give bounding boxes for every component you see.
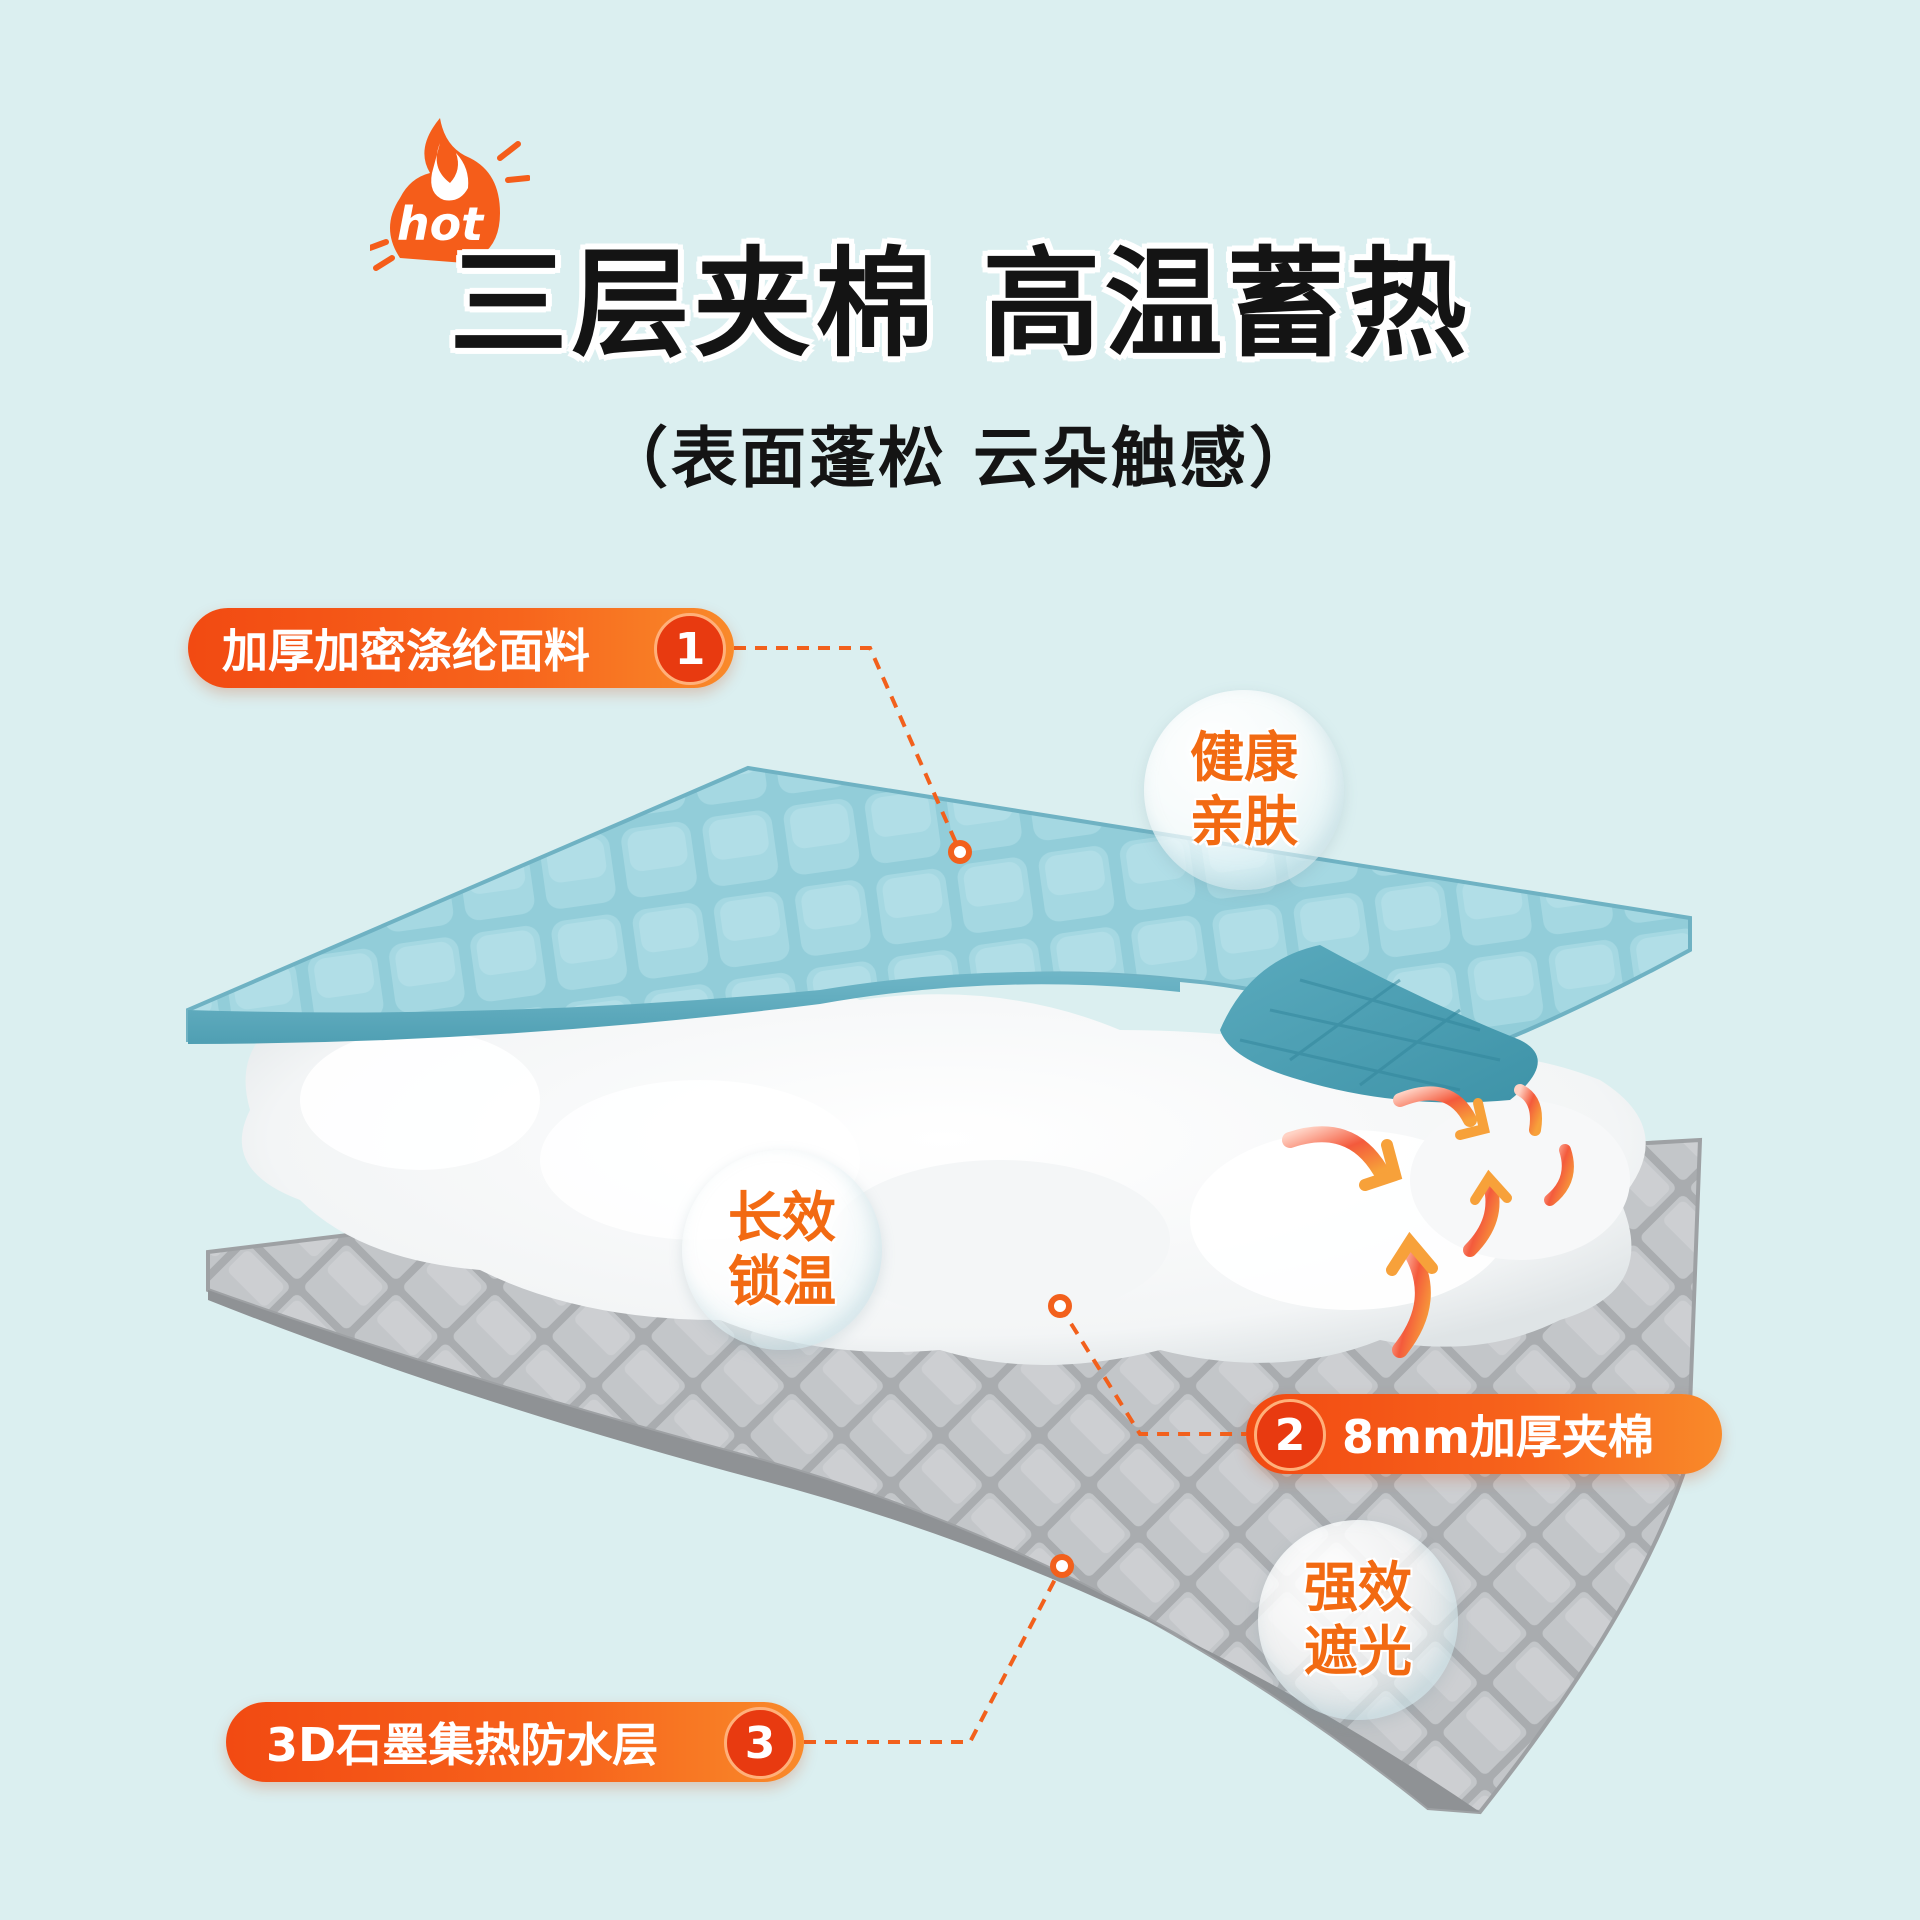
leader-lines xyxy=(734,646,1246,1744)
flame-icon xyxy=(390,118,500,263)
feature-bubble-heat-retention: 长效锁温 xyxy=(682,1150,882,1350)
bubble-text: 强效遮光 xyxy=(1304,1556,1412,1683)
page-title: 三层夹棉 高温蓄热 xyxy=(449,235,1471,373)
bubble-text: 健康亲肤 xyxy=(1190,726,1298,853)
layer-label-3: 3D石墨集热防水层 3 xyxy=(226,1702,804,1782)
feature-bubble-light-blocking: 强效遮光 xyxy=(1258,1520,1458,1720)
leader-dots xyxy=(948,840,1074,1578)
page-subtitle: （表面蓬松 云朵触感） xyxy=(602,420,1318,497)
layer-label-text: 8mm加厚夹棉 xyxy=(1342,1410,1654,1464)
heat-arrows xyxy=(1282,1084,1574,1358)
layer-label-text: 加厚加密涤纶面料 xyxy=(222,624,590,678)
layer-number-badge: 2 xyxy=(1254,1399,1326,1471)
layer-label-1: 加厚加密涤纶面料 1 xyxy=(188,608,734,688)
layer-label-2: 2 8mm加厚夹棉 xyxy=(1246,1394,1722,1474)
feature-bubble-skin-friendly: 健康亲肤 xyxy=(1144,690,1344,890)
layer-number-badge: 1 xyxy=(654,613,726,685)
layer-label-text: 3D石墨集热防水层 xyxy=(266,1718,659,1772)
bubble-text: 长效锁温 xyxy=(728,1186,836,1313)
hot-badge: hot xyxy=(370,118,530,271)
badge-text: hot xyxy=(397,197,485,251)
layer-number-badge: 3 xyxy=(724,1707,796,1779)
